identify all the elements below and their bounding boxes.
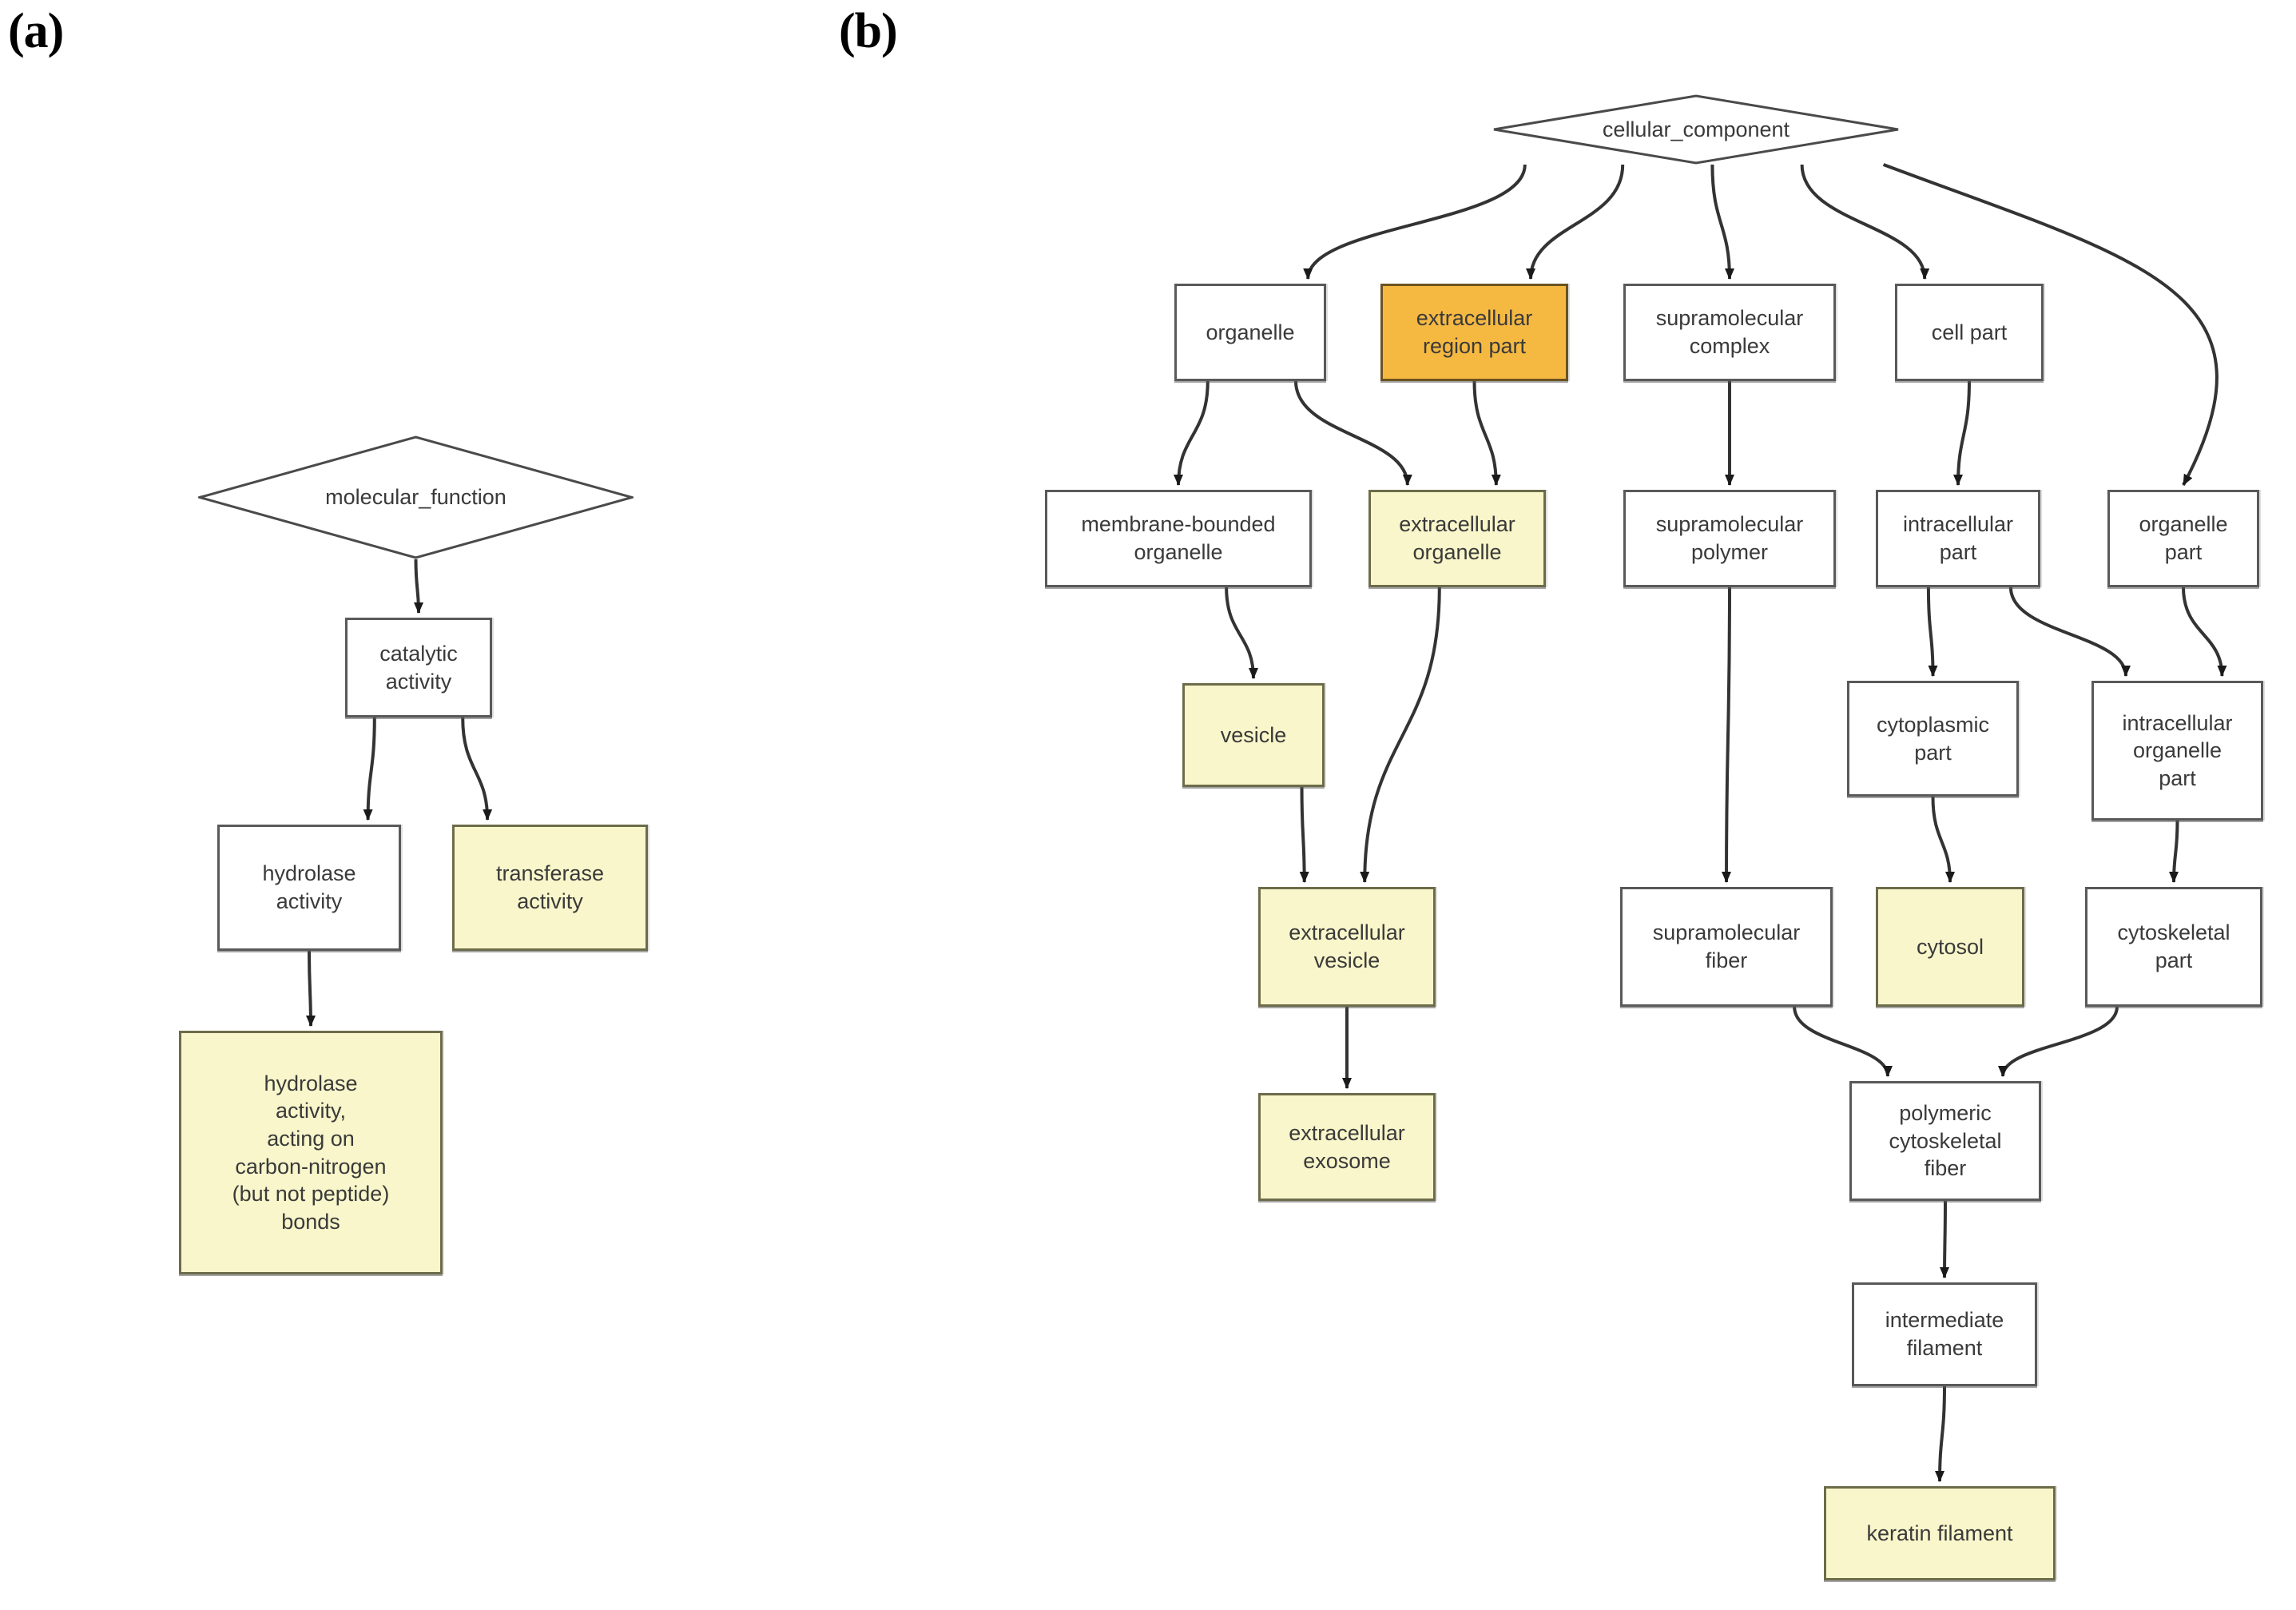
edge-molecular_function-to-catalytic_activity [413, 559, 423, 614]
node-label: cytoplasmic part [1876, 712, 1990, 765]
node-membrane_bounded_organelle[interactable]: membrane-bounded organelle [1045, 490, 1312, 587]
node-label: catalytic activity [379, 641, 458, 694]
node-label: intracellular part [1902, 512, 2014, 564]
node-molecular_function[interactable]: molecular_function [198, 435, 634, 559]
node-label: intermediate filament [1885, 1308, 2004, 1360]
edge-organelle-to-membrane_bounded_organelle [1174, 380, 1210, 486]
edge-extracellular_region_part-to-extracellular_organelle [1472, 380, 1501, 486]
node-intracellular_organelle_part[interactable]: intracellular organelle part [2091, 681, 2263, 821]
edge-catalytic_activity-to-hydrolase_activity [363, 717, 376, 821]
edge-cell_part-to-intracellular_part [1953, 380, 1971, 486]
node-label: intracellular organelle part [2122, 710, 2233, 790]
node-organelle_part[interactable]: organelle part [2107, 490, 2259, 587]
edge-intermediate_filament-to-keratin_filament [1935, 1385, 1946, 1482]
node-label: extracellular exosome [1289, 1120, 1405, 1173]
node-intermediate_filament[interactable]: intermediate filament [1852, 1282, 2037, 1386]
node-extracellular_region_part[interactable]: extracellular region part [1380, 284, 1568, 381]
edge-membrane_bounded_organelle-to-vesicle [1225, 586, 1258, 679]
edge-cytoplasmic_part-to-cytosol [1931, 796, 1955, 883]
node-supramolecular_fiber[interactable]: supramolecular fiber [1620, 887, 1833, 1007]
node-label: supramolecular complex [1655, 306, 1804, 358]
node-cell_part[interactable]: cell part [1895, 284, 2044, 381]
node-organelle[interactable]: organelle [1174, 284, 1326, 381]
edge-polymeric_cytoskeletal_fiber-to-intermediate_filament [1940, 1200, 1950, 1278]
node-label: transferase activity [495, 861, 605, 913]
node-extracellular_exosome[interactable]: extracellular exosome [1258, 1093, 1436, 1201]
node-label: hydrolase activity, acting on carbon-nit… [232, 1071, 390, 1234]
node-cellular_component[interactable]: cellular_component [1492, 94, 1900, 165]
node-label: cell part [1931, 320, 2008, 344]
edge-supramolecular_polymer-to-supramolecular_fiber [1722, 586, 1732, 883]
edge-cellular_component-to-cell_part [1800, 164, 1930, 280]
edge-supramolecular_fiber-to-polymeric_cytoskeletal_fiber [1793, 1006, 1893, 1077]
node-label: supramolecular polymer [1655, 512, 1804, 564]
node-vesicle[interactable]: vesicle [1182, 683, 1325, 787]
node-label: molecular_function [325, 485, 506, 509]
node-label: membrane-bounded organelle [1081, 512, 1276, 564]
edge-intracellular_part-to-cytoplasmic_part [1926, 586, 1938, 677]
node-label: vesicle [1220, 722, 1287, 747]
edge-organelle-to-extracellular_organelle [1294, 380, 1412, 486]
node-label: cellular_component [1602, 117, 1790, 141]
edge-intracellular_part-to-intracellular_organelle_part [2008, 586, 2131, 677]
node-cytoskeletal_part[interactable]: cytoskeletal part [2085, 887, 2262, 1007]
node-extracellular_vesicle[interactable]: extracellular vesicle [1258, 887, 1436, 1007]
node-transferase_activity[interactable]: transferase activity [452, 825, 648, 951]
node-label: extracellular organelle [1399, 512, 1515, 564]
node-extracellular_organelle[interactable]: extracellular organelle [1368, 490, 1546, 587]
node-label: organelle part [2139, 512, 2228, 564]
edge-hydrolase_activity-to-hydrolase_activity_cn_bonds [305, 950, 316, 1027]
node-hydrolase_activity_cn_bonds[interactable]: hydrolase activity, acting on carbon-nit… [179, 1031, 443, 1274]
node-label: keratin filament [1866, 1521, 2013, 1545]
edge-cellular_component-to-extracellular_region_part [1526, 164, 1625, 280]
node-cytoplasmic_part[interactable]: cytoplasmic part [1847, 681, 2019, 797]
edge-cytoskeletal_part-to-polymeric_cytoskeletal_fiber [1998, 1006, 2119, 1077]
node-supramolecular_polymer[interactable]: supramolecular polymer [1623, 490, 1836, 587]
node-label: hydrolase activity [262, 861, 356, 913]
node-label: polymeric cytoskeletal fiber [1889, 1101, 2002, 1181]
node-catalytic_activity[interactable]: catalytic activity [345, 618, 492, 718]
node-label: extracellular region part [1416, 306, 1533, 358]
node-intracellular_part[interactable]: intracellular part [1876, 490, 2040, 587]
edge-catalytic_activity-to-transferase_activity [461, 717, 493, 821]
edge-intracellular_organelle_part-to-cytoskeletal_part [2169, 820, 2179, 883]
edge-extracellular_organelle-to-extracellular_vesicle [1360, 586, 1441, 883]
node-hydrolase_activity[interactable]: hydrolase activity [217, 825, 401, 951]
edge-vesicle-to-extracellular_vesicle [1299, 786, 1309, 883]
node-label: cytosol [1916, 934, 1984, 959]
node-label: cytoskeletal part [2117, 920, 2230, 972]
node-keratin_filament[interactable]: keratin filament [1824, 1486, 2056, 1580]
edge-cellular_component-to-organelle_part [1882, 163, 2219, 486]
panel-label-a: (a) [8, 4, 64, 58]
node-cytosol[interactable]: cytosol [1876, 887, 2024, 1007]
panel-label-b: (b) [839, 4, 898, 58]
edge-organelle_part-to-intracellular_organelle_part [2182, 586, 2227, 677]
edge-cellular_component-to-organelle [1303, 164, 1527, 280]
edge-cellular_component-to-supramolecular_complex [1710, 164, 1734, 280]
node-label: organelle [1206, 320, 1295, 344]
node-label: supramolecular fiber [1652, 920, 1801, 972]
node-polymeric_cytoskeletal_fiber[interactable]: polymeric cytoskeletal fiber [1849, 1081, 2041, 1201]
node-supramolecular_complex[interactable]: supramolecular complex [1623, 284, 1836, 381]
node-label: extracellular vesicle [1289, 920, 1405, 972]
